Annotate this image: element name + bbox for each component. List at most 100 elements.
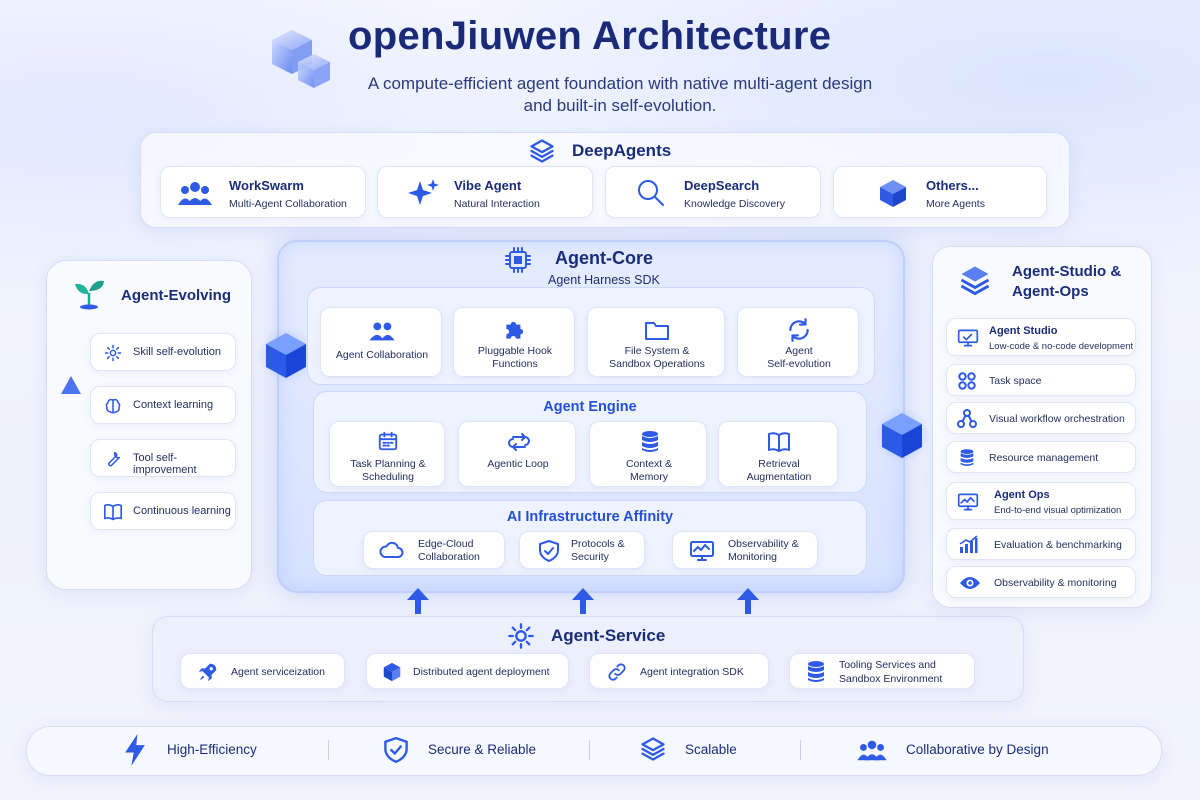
infra-item-line2: Monitoring [728,551,778,563]
infra-item-line1: Edge-Cloud [418,538,474,550]
workflow-icon [957,409,977,429]
database-icon [806,660,826,684]
layers-icon [639,735,667,763]
deep-agent-title: WorkSwarm [229,178,304,193]
cube-icon [381,661,403,683]
sdk-item-line2: Sandbox Operations [609,358,705,370]
page-subtitle-line2: and built-in self-evolution. [523,96,717,115]
infra-item[interactable]: Edge-Cloud Collaboration [363,531,505,569]
monitor-icon [957,328,979,348]
layers-icon [957,262,993,298]
service-item-label: Agent serviceization [231,666,325,678]
deep-agent-title: Vibe Agent [454,178,522,193]
chip-icon [503,245,533,275]
footer-item-label: Scalable [685,742,737,757]
engine-item-line2: Scheduling [362,471,414,483]
studio-item[interactable]: Agent Studio Low-code & no-code developm… [946,318,1136,356]
loop-icon [507,431,531,453]
deep-agent-sub: More Agents [926,198,985,210]
sdk-item[interactable]: Pluggable Hook Functions [453,307,575,377]
engine-title: Agent Engine [543,399,637,415]
grid-icon [958,372,976,390]
evolve-arrow-icon [56,370,86,580]
folder-icon [644,319,670,341]
studio-ops-title-line1: Agent-Studio & [1012,263,1122,280]
evolving-item[interactable]: Skill self-evolution [90,333,236,371]
engine-item[interactable]: Retrieval Augmentation [718,421,838,487]
deep-agent-card-workswarm[interactable]: WorkSwarm Multi-Agent Collaboration [160,166,366,218]
wrench-icon [104,450,122,468]
infra-item[interactable]: Protocols & Security [519,531,645,569]
divider [800,740,801,760]
evolving-item[interactable]: Context learning [90,386,236,424]
studio-item-title: Visual workflow orchestration [989,413,1125,425]
page-subtitle-line1: A compute-efficient agent foundation wit… [367,74,873,93]
divider [589,740,590,760]
service-item[interactable]: Agent serviceization [180,653,345,689]
service-item[interactable]: Tooling Services and Sandbox Environment [789,653,975,689]
studio-item[interactable]: Evaluation & benchmarking [946,528,1136,560]
studio-item[interactable]: Resource management [946,441,1136,473]
evolving-item[interactable]: Tool self-improvement [90,439,236,477]
deep-agent-sub: Knowledge Discovery [684,198,785,210]
infra-item-line1: Protocols & [571,538,625,550]
bar-chart-icon [958,535,978,555]
infra-title: AI Infrastructure Affinity [506,509,674,525]
sdk-item-line1: Agent [785,345,813,357]
infra-item-line2: Collaboration [418,551,480,563]
layers-icon [528,137,556,165]
glow-cube-icon [258,325,314,385]
sdk-item[interactable]: Agent Self-evolution [737,307,859,377]
service-item[interactable]: Agent integration SDK [589,653,769,689]
studio-item-title: Evaluation & benchmarking [994,539,1122,551]
deep-agent-sub: Natural Interaction [454,198,540,210]
studio-ops-title-line2: Agent-Ops [1012,283,1089,300]
sdk-item[interactable]: Agent Collaboration [320,307,442,377]
infra-item-line2: Security [571,551,609,563]
sdk-item-line2: Functions [492,358,538,370]
service-item[interactable]: Distributed agent deployment [366,653,569,689]
infra-item-line1: Observability & [728,538,799,550]
studio-item[interactable]: Visual workflow orchestration [946,402,1136,434]
engine-item-line1: Context & [625,458,673,470]
glow-cube-icon [874,405,930,465]
divider [328,740,329,760]
users-icon [368,320,396,342]
sdk-item[interactable]: File System & Sandbox Operations [587,307,725,377]
logo-cube-icon [258,18,334,94]
deep-agents-title: DeepAgents [572,141,672,160]
studio-item-sub: End-to-end visual optimization [994,505,1122,516]
service-item-line1: Tooling Services and [839,659,936,671]
deep-agent-card-deepsearch[interactable]: DeepSearch Knowledge Discovery [605,166,821,218]
agent-evolving-title: Agent-Evolving [121,287,232,304]
calendar-icon [377,430,399,452]
evolving-item-label: Context learning [133,399,214,411]
book-icon [103,503,123,521]
evolving-item[interactable]: Continuous learning [90,492,236,530]
users-icon [856,738,888,762]
sdk-item-line1: File System & [624,345,690,357]
shield-check-icon [383,735,409,765]
agent-service-title: Agent-Service [551,626,666,645]
book-open-icon [767,431,791,453]
studio-item[interactable]: Observability & monitoring [946,566,1136,598]
deep-agent-card-others[interactable]: Others... More Agents [833,166,1047,218]
studio-item[interactable]: Task space [946,364,1136,396]
studio-item-title: Resource management [989,452,1099,464]
footer-item-label: High-Efficiency [167,742,257,757]
engine-item[interactable]: Agentic Loop [458,421,576,487]
engine-item[interactable]: Context & Memory [589,421,707,487]
studio-item[interactable]: Agent Ops End-to-end visual optimization [946,482,1136,520]
agent-core-title: Agent-Core [555,248,653,268]
brain-icon [104,397,122,415]
up-arrow-icon [407,588,429,614]
agent-evolving-panel [46,260,252,590]
puzzle-icon [502,317,528,343]
rocket-icon [197,661,219,683]
infra-item[interactable]: Observability & Monitoring [672,531,818,569]
engine-item[interactable]: Task Planning & Scheduling [329,421,445,487]
footer-item-label: Collaborative by Design [906,742,1049,757]
deep-agent-card-vibe[interactable]: Vibe Agent Natural Interaction [377,166,593,218]
sdk-item-line1: Agent Collaboration [335,349,429,361]
sdk-title: Agent Harness SDK [548,273,660,287]
